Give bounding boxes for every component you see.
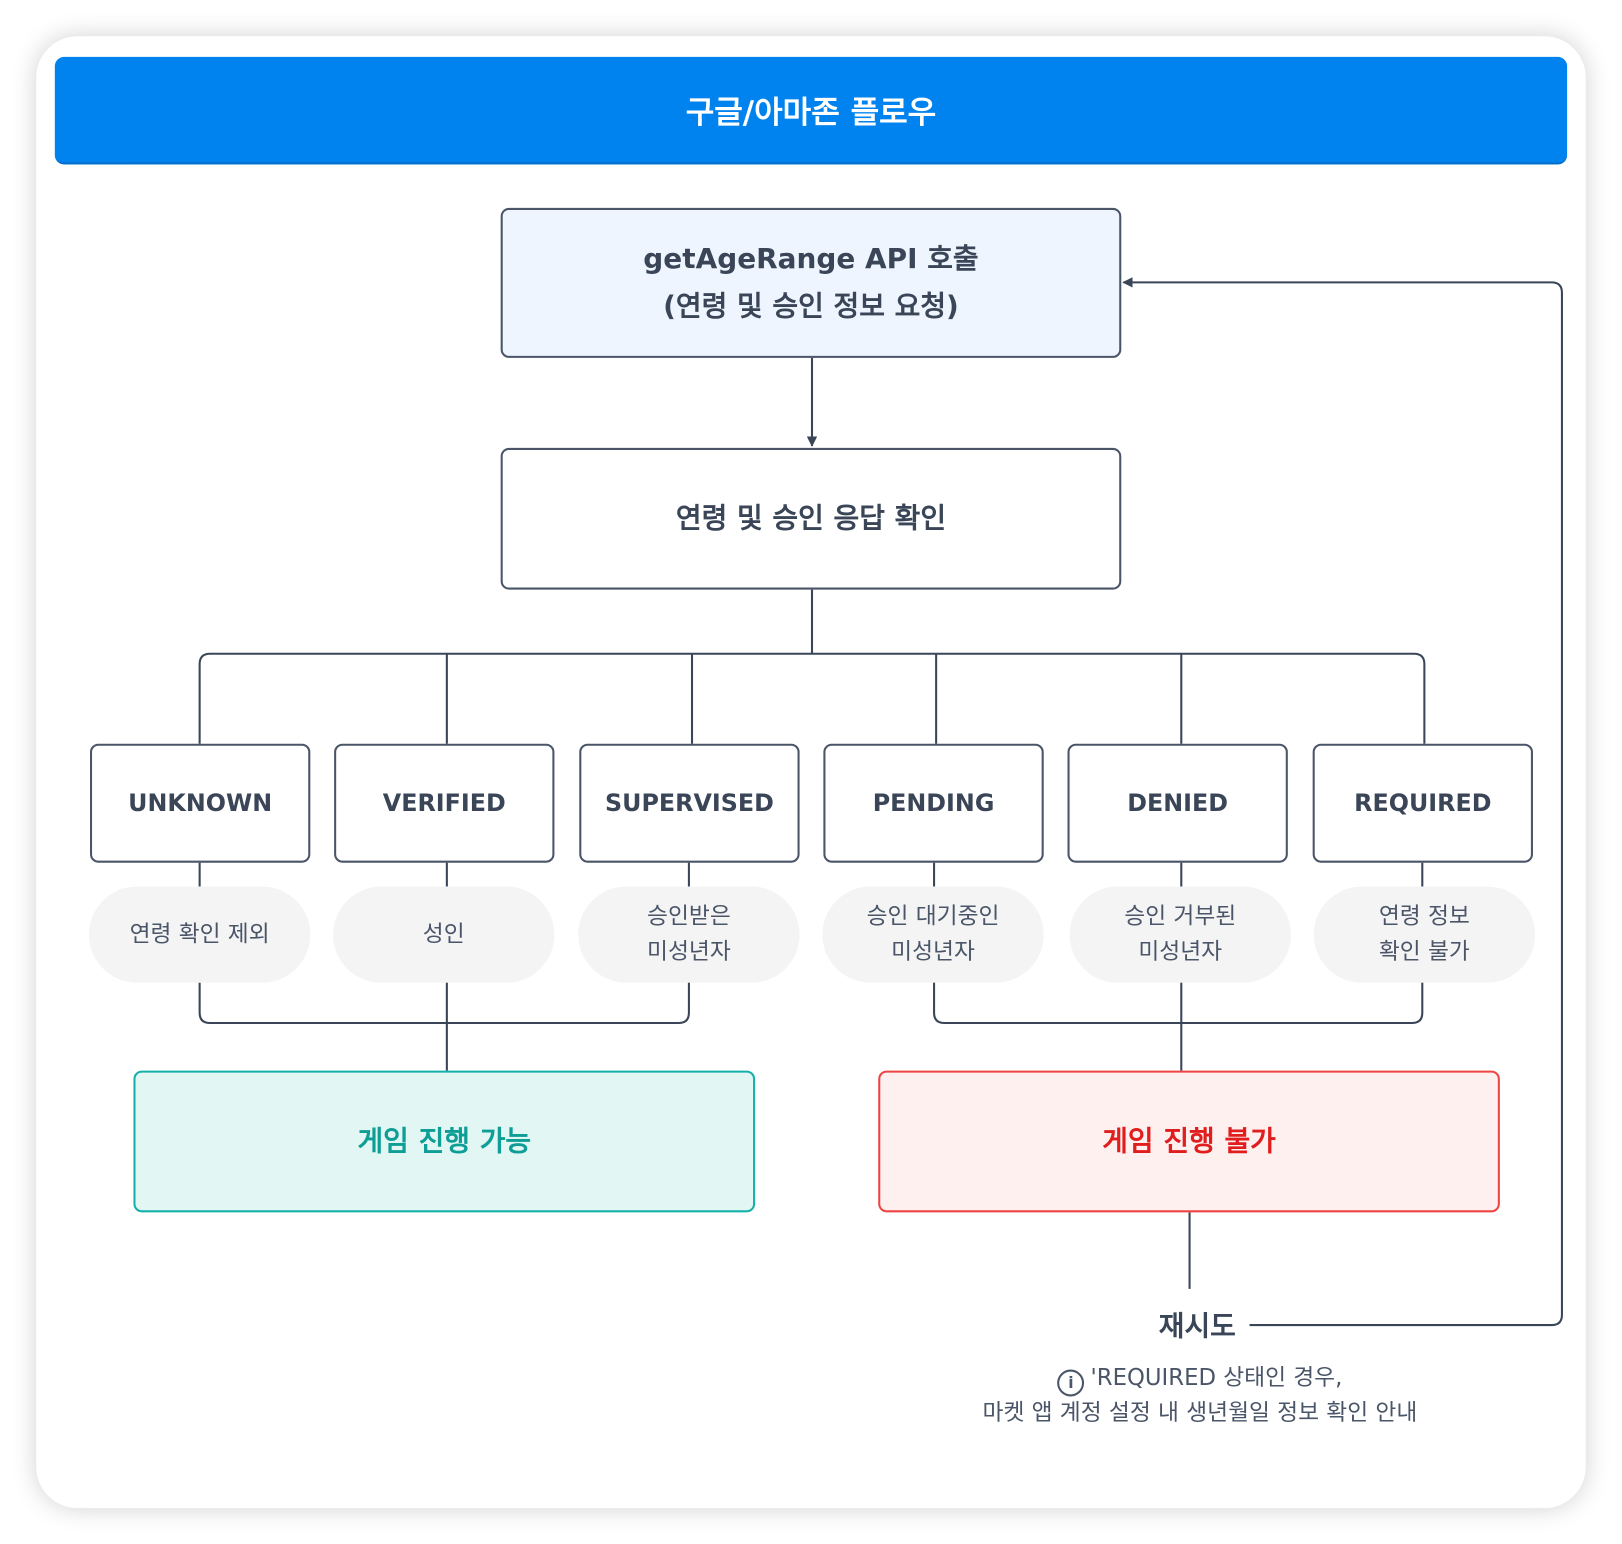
status-unknown: UNKNOWN: [89, 743, 311, 863]
retry-note-line2: 마켓 앱 계정 설정 내 생년월일 정보 확인 안내: [982, 1400, 1418, 1427]
status-code: UNKNOWN: [128, 789, 273, 817]
diagram-title: 구글/아마존 플로우: [54, 56, 1568, 165]
outcome-blocked-label: 게임 진행 불가: [1102, 1124, 1276, 1157]
retry-label: 재시도: [1158, 1310, 1236, 1343]
desc-line: 미성년자: [1138, 938, 1223, 965]
status-desc-unknown: 연령 확인 제외: [88, 886, 311, 983]
status-pending: PENDING: [823, 743, 1044, 863]
outcome-allowed-label: 게임 진행 가능: [357, 1124, 532, 1157]
status-code: REQUIRED: [1354, 789, 1492, 817]
info-icon: i: [1057, 1369, 1085, 1397]
desc-line: 연령 정보: [1378, 903, 1470, 930]
merge-blocked: [933, 982, 1424, 1025]
merge-allowed: [198, 982, 690, 1025]
desc-line: 승인받은: [647, 903, 731, 930]
api-call-subtitle: (연령 및 승인 정보 요청): [663, 290, 959, 323]
status-code: PENDING: [872, 789, 995, 817]
desc-line: 미성년자: [891, 938, 975, 965]
desc-line: 미성년자: [647, 938, 731, 965]
status-verified: VERIFIED: [334, 743, 555, 863]
retry-note-line1: 'REQUIRED 상태인 경우,: [1090, 1365, 1343, 1392]
status-code: SUPERVISED: [604, 789, 774, 817]
outcome-allowed: 게임 진행 가능: [133, 1070, 756, 1213]
response-check-label: 연령 및 승인 응답 확인: [675, 502, 947, 535]
status-supervised: SUPERVISED: [579, 743, 800, 863]
retry-note: i'REQUIRED 상태인 경우, 마켓 앱 계정 설정 내 생년월일 정보 …: [910, 1361, 1489, 1431]
status-code: VERIFIED: [382, 789, 506, 817]
api-call-box: getAgeRange API 호출 (연령 및 승인 정보 요청): [500, 207, 1122, 358]
desc-line: 연령 확인 제외: [129, 921, 270, 947]
desc-line: 성인: [422, 921, 465, 947]
desc-line: 승인 대기중인: [866, 903, 1000, 930]
desc-line: 승인 거부된: [1124, 903, 1237, 930]
outcome-blocked: 게임 진행 불가: [878, 1070, 1500, 1213]
status-desc-verified: 성인: [333, 886, 555, 983]
desc-line: 확인 불가: [1378, 938, 1470, 965]
status-denied: DENIED: [1067, 743, 1288, 863]
retry-arrow: [1122, 277, 1563, 1327]
response-check-box: 연령 및 승인 응답 확인: [500, 447, 1122, 590]
status-required: REQUIRED: [1312, 743, 1533, 863]
branch-line: [198, 652, 1426, 744]
status-code: DENIED: [1127, 789, 1229, 817]
api-call-title: getAgeRange API 호출: [643, 242, 979, 275]
